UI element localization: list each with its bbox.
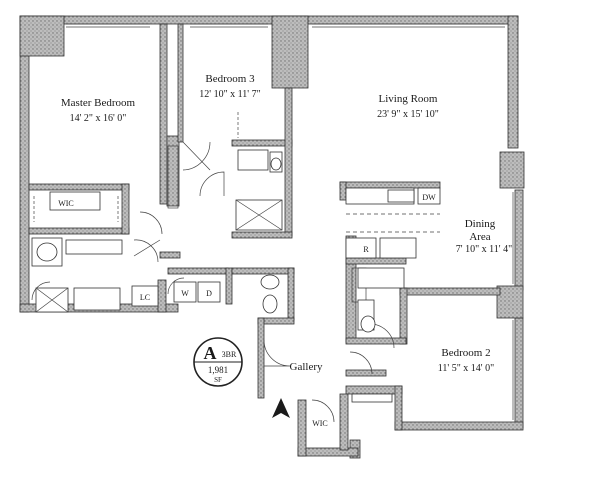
windows (66, 23, 514, 420)
washer-label: W (181, 289, 189, 298)
structural-columns (19, 15, 525, 319)
unit-badge: A 3BR 1,981 SF (193, 337, 243, 387)
wic-gallery-label: WIC (312, 419, 328, 428)
fridge-label: R (363, 245, 369, 254)
unit-badge-unit: SF (214, 376, 222, 384)
unit-badge-area: 1,981 (208, 365, 228, 375)
lc-label: LC (140, 293, 150, 302)
dw-label: DW (422, 193, 436, 202)
master-bedroom-name: Master Bedroom (61, 97, 136, 109)
room-labels: Master Bedroom 14' 2" x 16' 0" Bedroom 3… (61, 73, 512, 374)
living-room-dims: 23' 9" x 15' 10" (377, 109, 439, 120)
bedroom3-name: Bedroom 3 (205, 73, 255, 85)
interior-walls (28, 23, 501, 451)
master-bedroom-dims: 14' 2" x 16' 0" (70, 113, 127, 124)
closet-rods (33, 112, 367, 303)
bedroom3-dims: 12' 10" x 11' 7" (199, 89, 260, 100)
fixture-labels: WIC DW R LC W D WIC (58, 193, 436, 428)
unit-badge-type: 3BR (222, 350, 237, 359)
bedroom2-dims: 11' 5" x 14' 0" (438, 363, 494, 374)
entry-arrow-icon (272, 398, 290, 418)
wic-master-label: WIC (58, 199, 74, 208)
dining-area-name-line1: Dining (465, 218, 496, 230)
living-room-name: Living Room (379, 93, 438, 105)
gallery-name: Gallery (290, 361, 323, 373)
unit-badge-letter: A (204, 343, 217, 363)
fixtures (31, 149, 441, 403)
dining-area-dims: 7' 10" x 11' 4" (456, 244, 512, 255)
dryer-label: D (206, 289, 212, 298)
dining-area-name-line2: Area (469, 231, 490, 243)
bedroom2-name: Bedroom 2 (441, 347, 490, 359)
